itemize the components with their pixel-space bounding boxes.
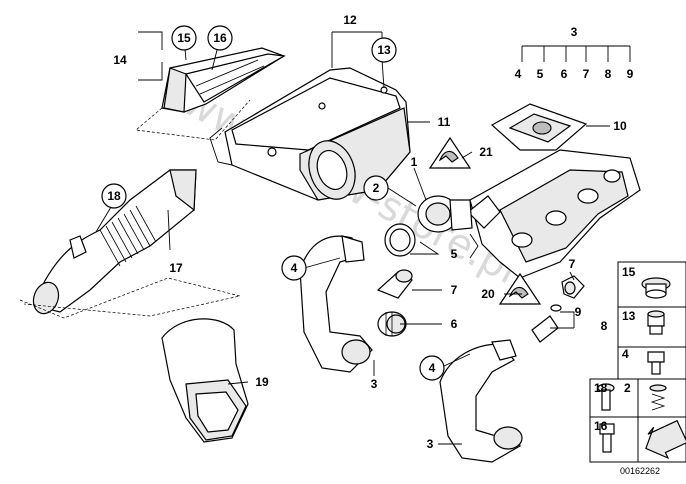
- direction-arrow-icon: [645, 419, 686, 460]
- legend-18: 18: [594, 381, 608, 395]
- intake-hose-lower: [439, 339, 523, 463]
- intake-hose-upper: [299, 235, 373, 373]
- valve-part-7: [561, 275, 585, 299]
- callout-15: 15: [177, 31, 191, 45]
- warning-triangle-20: [498, 272, 542, 305]
- cover-bracket-part: [490, 103, 588, 151]
- callout-3-mid: 3: [371, 377, 378, 391]
- callout-7-right: 7: [569, 257, 576, 271]
- cylinder-head-cover: [467, 149, 641, 279]
- callout-11: 11: [438, 115, 451, 129]
- legend-15: 15: [622, 265, 636, 279]
- intake-snorkel-hose: [32, 169, 197, 315]
- callout-circles: [101, 25, 445, 381]
- air-filter-housing: [209, 67, 411, 201]
- elbow-hose-7: [376, 269, 413, 299]
- callout-labels: 12 14 15 16 13 3 4 5 6 7 8 9 11 10 21 1 …: [107, 13, 633, 451]
- valve-part-8: [531, 304, 562, 343]
- callout-3-bottom: 3: [427, 437, 434, 451]
- air-duct-lower-part: [161, 318, 249, 443]
- callout-20: 20: [481, 287, 495, 301]
- callout-16: 16: [213, 31, 227, 45]
- callout-5-mid: 5: [451, 247, 458, 261]
- warning-triangle-21: [428, 136, 472, 169]
- callout-4-bottom: 4: [429, 361, 436, 375]
- callout-19: 19: [255, 375, 269, 389]
- legend-13: 13: [622, 309, 636, 323]
- leader-lines: [95, 31, 631, 445]
- callout-18: 18: [107, 189, 121, 203]
- callout-9-right: 9: [575, 305, 582, 319]
- connector-6: [377, 311, 407, 337]
- callout-6-mid: 6: [451, 317, 458, 331]
- callout-9-top: 9: [627, 67, 634, 81]
- callout-8-top: 8: [605, 67, 612, 81]
- callout-6-top: 6: [561, 67, 568, 81]
- callout-3-top: 3: [571, 25, 578, 39]
- callout-10: 10: [613, 119, 627, 133]
- legend-16: 16: [594, 419, 608, 433]
- callout-4-top: 4: [515, 67, 522, 81]
- legend-labels: 15 13 4 18 2 16: [594, 265, 636, 433]
- callout-1: 1: [411, 155, 418, 169]
- hot-film-air-mass-meter: [417, 195, 473, 233]
- callout-4-left: 4: [291, 261, 298, 275]
- legend-4: 4: [622, 347, 629, 361]
- callout-21: 21: [479, 145, 493, 159]
- seal-ring-part: [384, 223, 416, 257]
- callout-14: 14: [113, 53, 127, 67]
- legend-panel: [589, 261, 686, 463]
- callout-7-mid: 7: [451, 283, 458, 297]
- legend-2: 2: [624, 381, 631, 395]
- callout-5-top: 5: [537, 67, 544, 81]
- callout-17: 17: [169, 261, 183, 275]
- diagram-id: 00162262: [620, 466, 660, 476]
- callout-12: 12: [343, 13, 357, 27]
- callout-8-right: 8: [601, 319, 608, 333]
- callout-7-top: 7: [583, 67, 590, 81]
- callout-2: 2: [373, 181, 380, 195]
- callout-13: 13: [377, 43, 391, 57]
